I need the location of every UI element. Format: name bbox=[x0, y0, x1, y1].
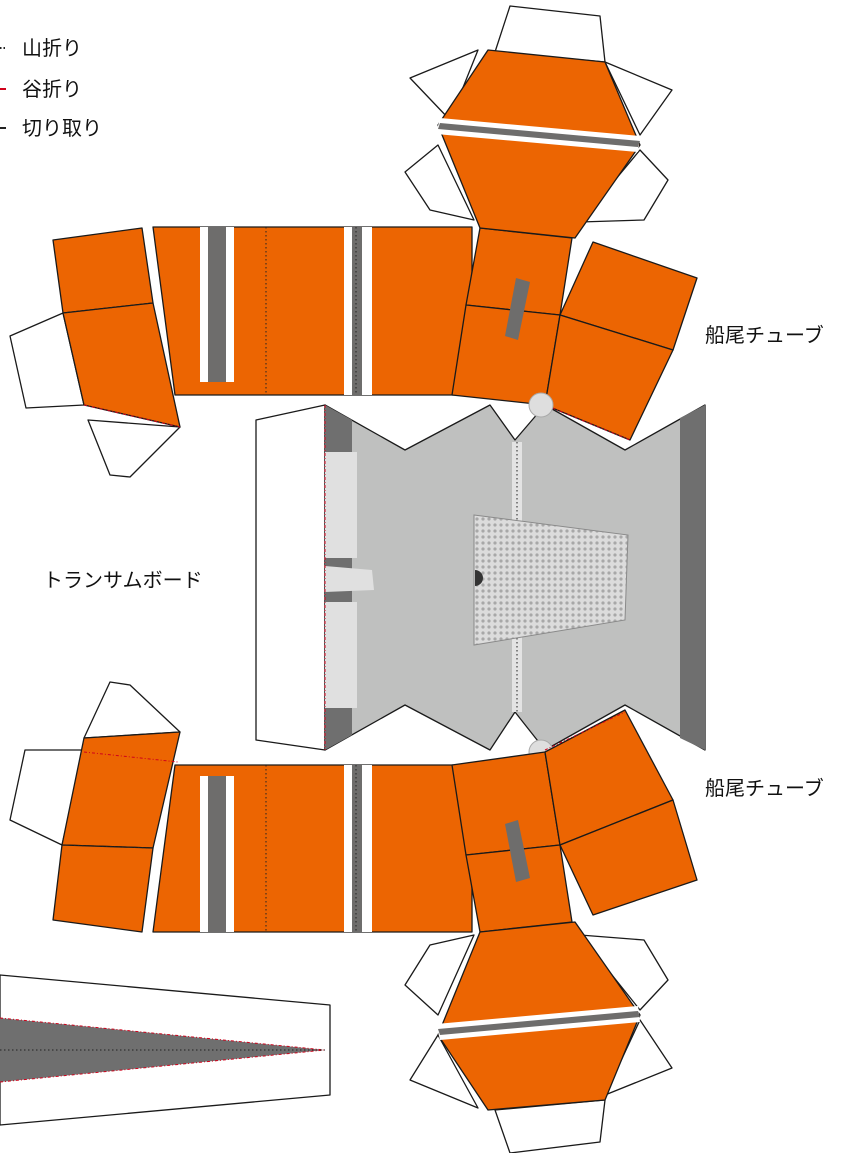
transom-board-label: トランサムボード bbox=[43, 568, 203, 592]
tube-end-panel bbox=[52, 227, 154, 314]
stripe-grey bbox=[505, 278, 530, 340]
legend: 山折り 谷折り 切り取り bbox=[0, 36, 102, 140]
tube-end-panel bbox=[451, 304, 561, 406]
board-tab bbox=[325, 602, 357, 708]
stripe-grey bbox=[505, 820, 530, 882]
stripe-grey bbox=[352, 765, 362, 932]
stern-tube-top-part bbox=[9, 5, 698, 478]
hinge-circle bbox=[528, 392, 554, 418]
board-edge bbox=[680, 405, 705, 750]
glue-flap bbox=[404, 144, 475, 221]
engine-mount-area bbox=[473, 514, 629, 646]
stern-tube-bottom-part bbox=[9, 681, 698, 1153]
glue-flap bbox=[579, 934, 669, 1011]
stripe-grey bbox=[208, 776, 226, 932]
strip-wedge bbox=[0, 1018, 325, 1082]
stripe-grey bbox=[438, 1011, 640, 1035]
tube-end-panel bbox=[52, 844, 154, 933]
glue-flap bbox=[83, 681, 181, 739]
stern-tube-top-label: 船尾チューブ bbox=[705, 323, 824, 347]
tube-side-panel bbox=[544, 314, 674, 441]
board-tab bbox=[325, 452, 357, 558]
stripe-grey bbox=[438, 123, 640, 147]
legend-valley-fold: 谷折り bbox=[22, 77, 82, 101]
tube-cap bbox=[437, 49, 641, 239]
legend-mountain-fold: 山折り bbox=[22, 36, 82, 60]
stern-strip-part bbox=[0, 974, 331, 1126]
board-tab bbox=[325, 566, 374, 592]
glue-flap bbox=[404, 934, 475, 1016]
stripe-grey bbox=[208, 227, 226, 382]
stripe-grey bbox=[352, 227, 362, 395]
tube-side-panel bbox=[559, 799, 698, 916]
glue-flap bbox=[604, 61, 673, 136]
legend-cut: 切り取り bbox=[22, 116, 102, 140]
glue-flap bbox=[409, 1034, 479, 1109]
stern-tube-bottom-label: 船尾チューブ bbox=[705, 776, 824, 800]
board-glue-flap bbox=[255, 404, 326, 751]
tube-end-panel bbox=[451, 751, 561, 856]
transom-board-part bbox=[255, 392, 706, 765]
tube-end-panel bbox=[62, 302, 181, 428]
notch-marker bbox=[475, 570, 483, 586]
glue-flap bbox=[87, 419, 181, 478]
